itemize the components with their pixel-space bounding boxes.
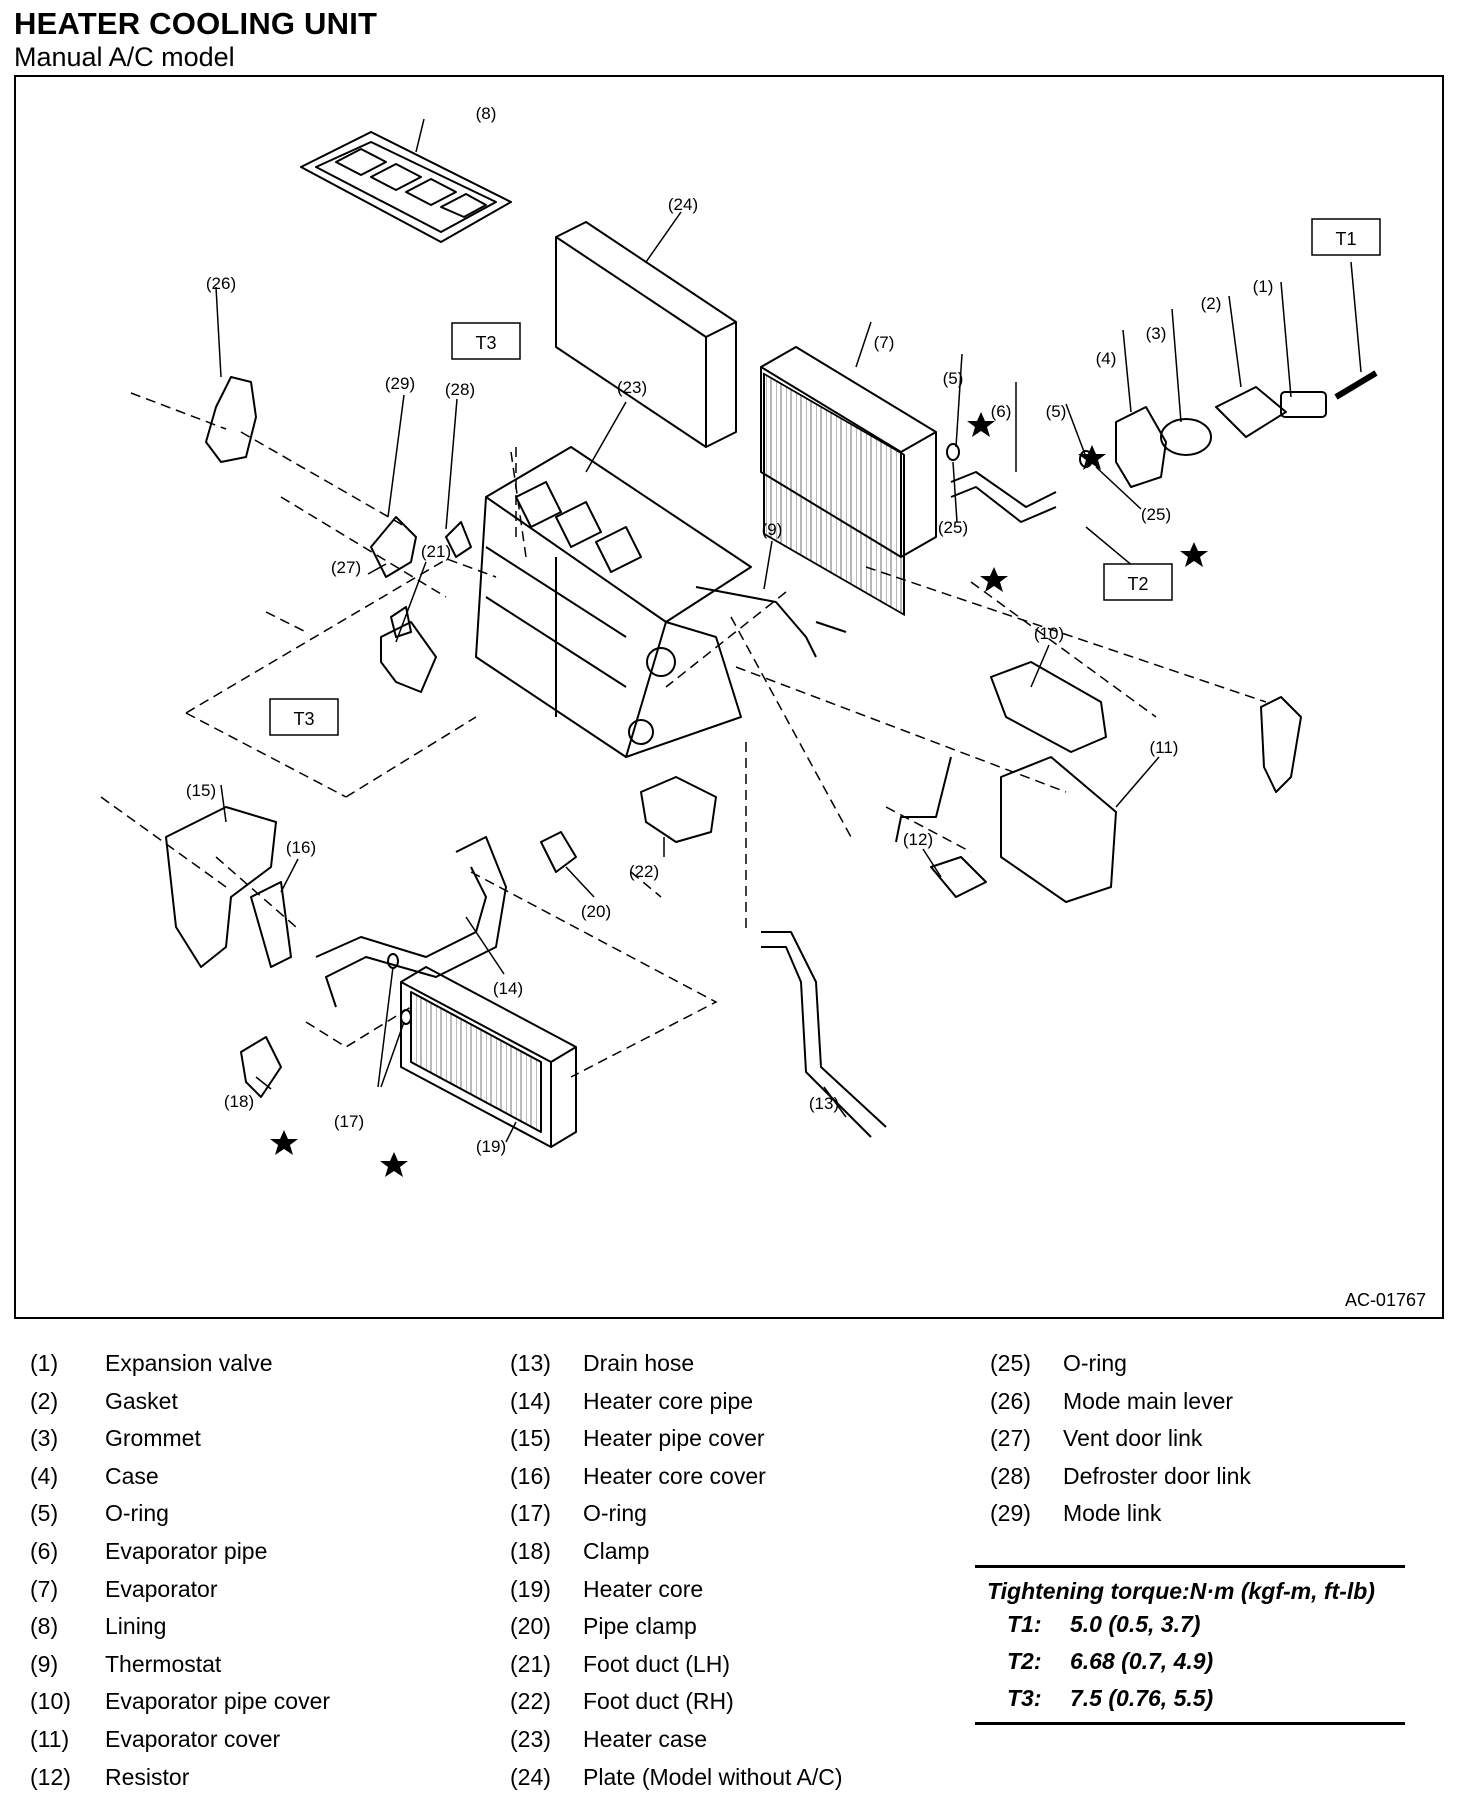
mode-main-lever-part bbox=[205, 376, 257, 463]
callout-5b: (5) bbox=[1046, 402, 1067, 421]
lining-part bbox=[300, 131, 512, 243]
clamp-part bbox=[240, 1036, 282, 1098]
page-subtitle: Manual A/C model bbox=[14, 42, 235, 72]
callout-10: (10) bbox=[1034, 624, 1064, 643]
callout-5a: (5) bbox=[943, 369, 964, 388]
callout-3: (3) bbox=[1146, 324, 1167, 343]
callout-20: (20) bbox=[581, 902, 611, 921]
page-title: HEATER COOLING UNIT bbox=[14, 6, 378, 41]
callout-21: (21) bbox=[421, 542, 451, 561]
torque-top-rule bbox=[975, 1565, 1405, 1568]
foot-duct-lh-part bbox=[380, 621, 437, 693]
evaporator-pipe-part bbox=[950, 471, 1057, 523]
callout-23: (23) bbox=[617, 378, 647, 397]
side-lever-part bbox=[1260, 696, 1302, 793]
callout-14: (14) bbox=[493, 979, 523, 998]
callout-24: (24) bbox=[668, 195, 698, 214]
callout-27: (27) bbox=[331, 558, 361, 577]
callout-7: (7) bbox=[874, 333, 895, 352]
case-part bbox=[1115, 406, 1167, 488]
torque-tag-t1: T1 bbox=[1335, 229, 1356, 249]
vent-door-link-part bbox=[390, 606, 412, 638]
callout-29: (29) bbox=[385, 374, 415, 393]
defroster-door-link-part bbox=[445, 521, 472, 558]
callout-25b: (25) bbox=[1141, 505, 1171, 524]
torque-row: T3:7.5 (0.76, 5.5) bbox=[1007, 1685, 1214, 1711]
callout-9: (9) bbox=[762, 520, 783, 539]
heater-core-pipe-part bbox=[315, 836, 507, 1008]
heater-core-cover-part bbox=[250, 881, 292, 968]
heater-case-part bbox=[475, 446, 752, 758]
callout-18: (18) bbox=[224, 1092, 254, 1111]
gasket-part bbox=[1215, 386, 1287, 438]
callout-13: (13) bbox=[809, 1094, 839, 1113]
callout-4: (4) bbox=[1096, 349, 1117, 368]
callout-8: (8) bbox=[476, 104, 497, 123]
callout-16: (16) bbox=[286, 838, 316, 857]
exploded-diagram: T1 T2 T3 T3 (1) (2) (3) (4) (5) (5) (6) … bbox=[100, 104, 1381, 1177]
mode-link-part bbox=[370, 516, 417, 578]
evaporator-part bbox=[760, 346, 937, 616]
figure-id: AC-01767 bbox=[1344, 1290, 1426, 1310]
torque-row: T1:5.0 (0.5, 3.7) bbox=[1007, 1611, 1201, 1637]
callout-17: (17) bbox=[334, 1112, 364, 1131]
callout-26: (26) bbox=[206, 274, 236, 293]
callout-15: (15) bbox=[186, 781, 216, 800]
resistor-part bbox=[930, 856, 987, 898]
pipe-clamp-part bbox=[540, 831, 577, 873]
callout-12: (12) bbox=[903, 830, 933, 849]
heater-pipe-cover-part bbox=[165, 806, 277, 968]
evaporator-pipe-cover-part bbox=[990, 661, 1107, 753]
torque-row: T2:6.68 (0.7, 4.9) bbox=[1007, 1648, 1214, 1674]
callout-2: (2) bbox=[1201, 294, 1222, 313]
torque-bottom-rule bbox=[975, 1722, 1405, 1725]
evaporator-cover-part bbox=[1000, 756, 1117, 903]
callout-28: (28) bbox=[445, 380, 475, 399]
heater-core-part bbox=[400, 966, 577, 1148]
torque-tag-t2: T2 bbox=[1127, 574, 1148, 594]
thermostat-part bbox=[695, 586, 847, 658]
foot-duct-rh-part bbox=[640, 776, 717, 843]
callout-11: (11) bbox=[1150, 738, 1179, 757]
callout-6: (6) bbox=[991, 402, 1012, 421]
grommet-part bbox=[1160, 418, 1212, 456]
torque-title: Tightening torque:N·m (kgf-m, ft-lb) bbox=[987, 1578, 1375, 1604]
callout-22: (22) bbox=[629, 862, 659, 881]
torque-table: Tightening torque:N·m (kgf-m, ft-lb) T1:… bbox=[975, 1565, 1405, 1725]
drain-hose-part bbox=[761, 931, 887, 1138]
callout-1: (1) bbox=[1253, 277, 1274, 296]
torque-tag-t3-left: T3 bbox=[293, 709, 314, 729]
callout-19: (19) bbox=[476, 1137, 506, 1156]
plate-part bbox=[555, 221, 737, 448]
expansion-valve-part bbox=[1280, 391, 1327, 418]
callout-25a: (25) bbox=[938, 518, 968, 537]
torque-tag-t3-top: T3 bbox=[475, 333, 496, 353]
diagram-frame: T1 T2 T3 T3 (1) (2) (3) (4) (5) (5) (6) … bbox=[14, 75, 1444, 1319]
